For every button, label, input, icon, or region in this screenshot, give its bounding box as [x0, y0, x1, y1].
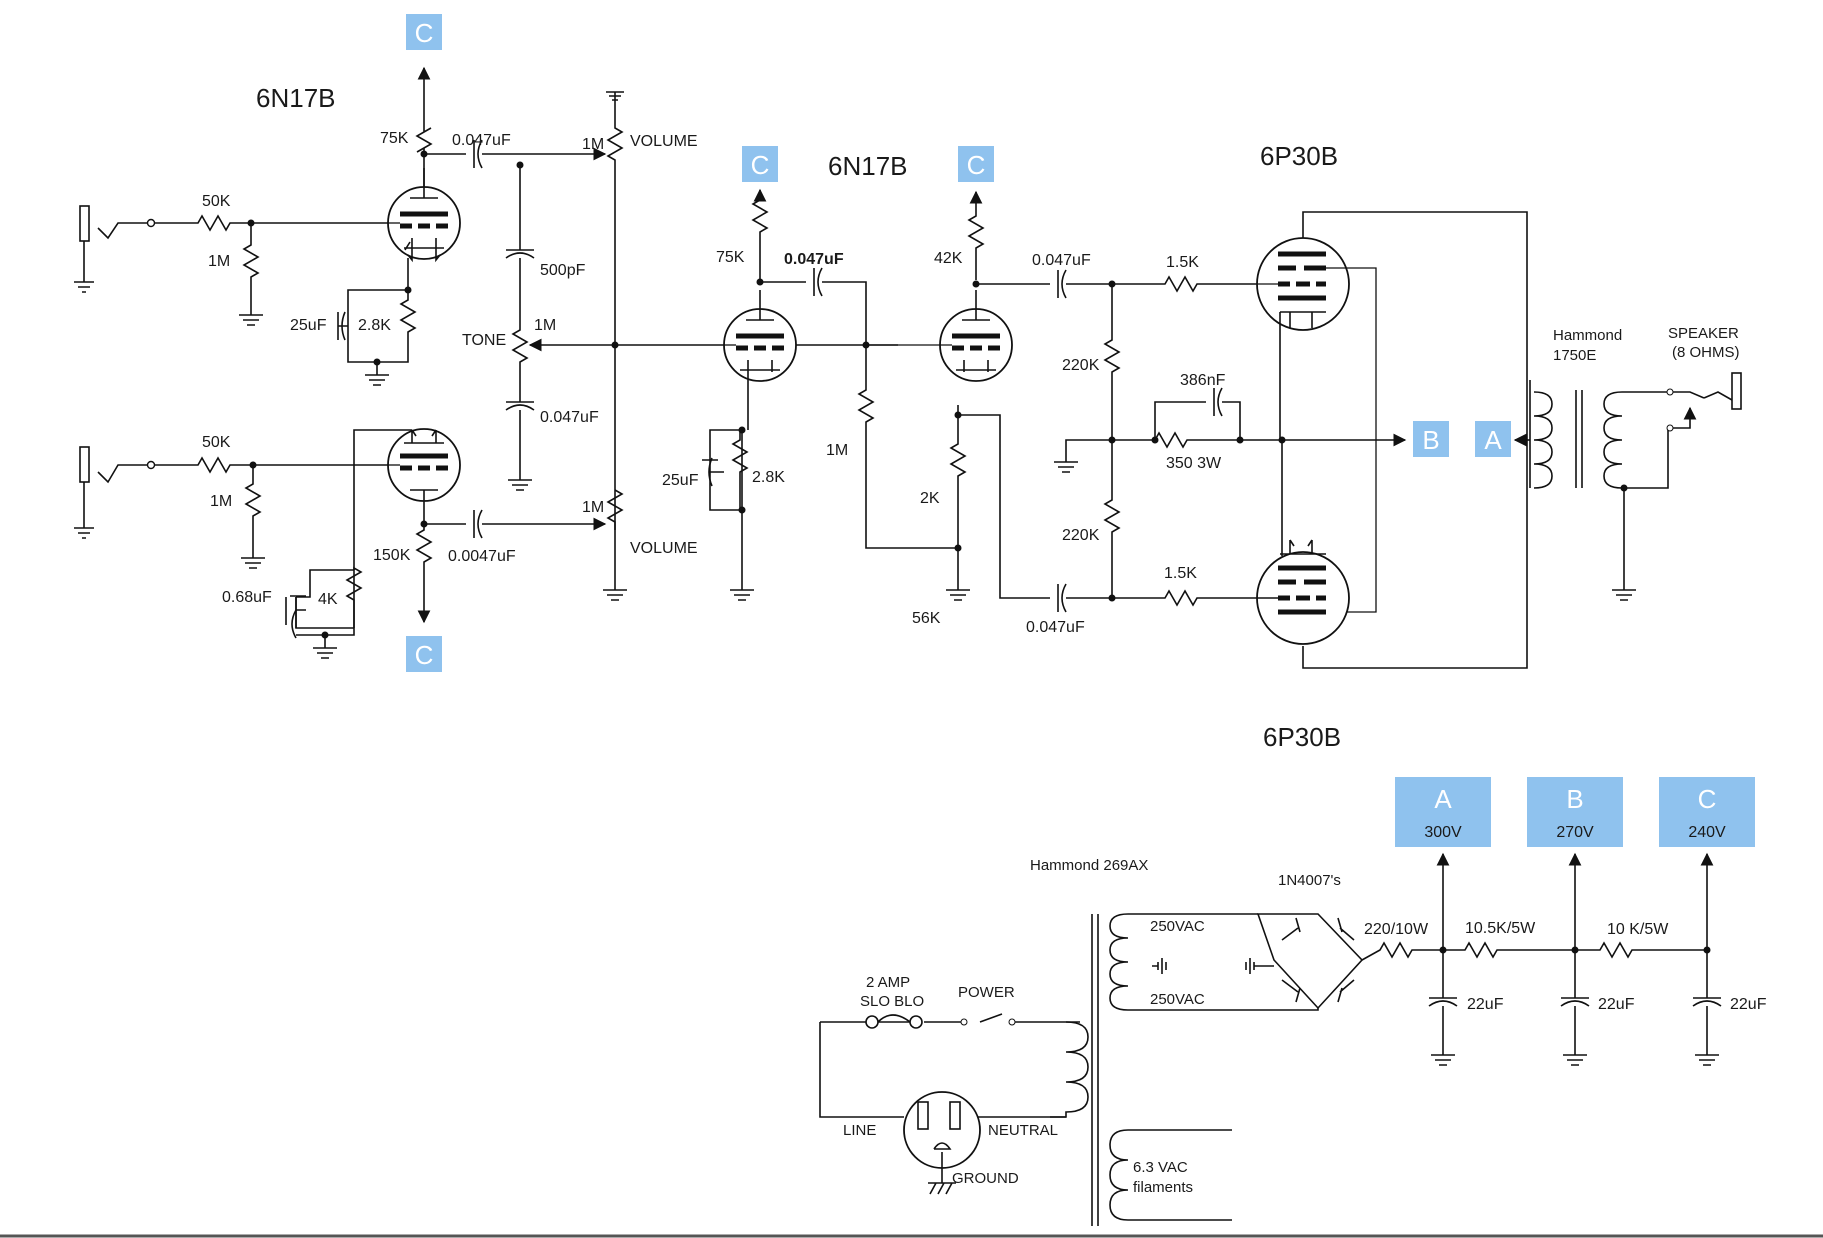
tube-label-v4: 6P30B	[1263, 722, 1341, 752]
c-cath-stage2: 25uF	[662, 472, 699, 489]
r-bias-bottom: 220K	[1062, 527, 1100, 544]
fuse-type: SLO BLO	[860, 993, 924, 1010]
node-volts: 270V	[1556, 824, 1594, 841]
r-tail-inverter: 56K	[912, 610, 941, 627]
node-c-stage2: C	[742, 146, 778, 182]
c-tone-top: 500pF	[540, 262, 586, 279]
c-tone-bottom: 0.047uF	[540, 409, 599, 426]
secondary-top: 250VAC	[1150, 918, 1205, 935]
node-label: B	[1422, 425, 1439, 455]
c-cath-bottom: 0.68uF	[222, 589, 272, 606]
node-volts: 240V	[1688, 824, 1726, 841]
r-grid-bottom: 1.5K	[1164, 565, 1197, 582]
r2-label: 10.5K/5W	[1465, 920, 1536, 937]
node-c-inverter: C	[958, 146, 994, 182]
fuse-amps: 2 AMP	[866, 974, 910, 991]
r-in-top: 50K	[202, 193, 231, 210]
c-couple-top: 0.047uF	[452, 132, 511, 149]
node-c-supply: C 240V	[1659, 777, 1755, 847]
ground-label: GROUND	[952, 1170, 1019, 1187]
power-switch-label[interactable]: POWER	[958, 984, 1015, 1001]
phase-inverter	[866, 190, 1407, 613]
power-supply-wiring	[819, 852, 1722, 1226]
r-cath-stage2: 2.8K	[752, 469, 785, 486]
r-in-bottom: 50K	[202, 434, 231, 451]
second-stage	[702, 188, 958, 601]
secondary-bottom: 250VAC	[1150, 991, 1205, 1008]
node-label: C	[415, 640, 434, 670]
filament-volts: 6.3 VAC	[1133, 1159, 1188, 1176]
rectifier-label: 1N4007's	[1278, 872, 1341, 889]
r1-label: 220/10W	[1364, 921, 1429, 938]
line-label: LINE	[843, 1122, 876, 1139]
volume-top-value: 1M	[582, 136, 604, 153]
volume-bottom-value: 1M	[582, 499, 604, 516]
speaker-jack[interactable]	[1731, 372, 1742, 410]
tube-label-v3: 6P30B	[1260, 141, 1338, 171]
node-label: A	[1484, 425, 1502, 455]
node-b-supply: B 270V	[1527, 777, 1623, 847]
input-jack-bottom[interactable]	[79, 446, 90, 483]
node-label: B	[1566, 784, 1583, 814]
r-grid-stage2: 1M	[826, 442, 848, 459]
node-volts: 300V	[1424, 824, 1462, 841]
volume-bottom-label[interactable]: VOLUME	[630, 540, 698, 557]
input-jack-top[interactable]	[79, 205, 90, 242]
node-a-supply: A 300V	[1395, 777, 1491, 847]
c3-label: 22uF	[1730, 996, 1767, 1013]
r-plate-v2-bottom: 150K	[373, 547, 411, 564]
r-cath-bottom: 4K	[318, 591, 338, 608]
node-c-bottom-left: C	[406, 636, 442, 672]
r-plate-v1-top: 75K	[380, 130, 409, 147]
c-couple-stage2: 0.047uF	[784, 251, 844, 268]
c-out-top: 0.047uF	[1032, 252, 1091, 269]
ot-model: 1750E	[1553, 347, 1596, 364]
c-out-bottom: 0.047uF	[1026, 619, 1085, 636]
c-cath-top: 25uF	[290, 317, 327, 334]
input-stage-top	[74, 66, 605, 386]
r3-label: 10 K/5W	[1607, 921, 1669, 938]
neutral-label: NEUTRAL	[988, 1122, 1058, 1139]
r-plate-inverter: 42K	[934, 250, 963, 267]
output-transformer	[1513, 372, 1742, 601]
tone-volume-network	[505, 91, 898, 601]
c1-label: 22uF	[1467, 996, 1504, 1013]
r-grid-bottom: 1M	[210, 493, 232, 510]
node-label: C	[415, 18, 434, 48]
output-tubes	[1256, 211, 1528, 669]
r-bias: 350 3W	[1166, 455, 1222, 472]
node-label: C	[751, 150, 770, 180]
speaker-ohms: (8 OHMS)	[1672, 344, 1740, 361]
c-bias: 386nF	[1180, 372, 1226, 389]
tube-label-v1: 6N17B	[256, 83, 336, 113]
volume-top-label[interactable]: VOLUME	[630, 133, 698, 150]
r-grid-top: 1.5K	[1166, 254, 1199, 271]
node-label: C	[1698, 784, 1717, 814]
tube-label-v2: 6N17B	[828, 151, 908, 181]
node-b-output: B	[1413, 421, 1449, 457]
node-label: A	[1434, 784, 1452, 814]
r-plate-stage2: 75K	[716, 249, 745, 266]
r-bias-top: 220K	[1062, 357, 1100, 374]
c2-label: 22uF	[1598, 996, 1635, 1013]
node-label: C	[967, 150, 986, 180]
tone-label[interactable]: TONE	[462, 332, 506, 349]
input-stage-bottom	[74, 428, 605, 659]
filament-label: filaments	[1133, 1179, 1193, 1196]
r-grid-top: 1M	[208, 253, 230, 270]
c-couple-bottom: 0.0047uF	[448, 548, 516, 565]
node-a-output: A	[1475, 421, 1511, 457]
tone-value: 1M	[534, 317, 556, 334]
node-c-top-left: C	[406, 14, 442, 50]
speaker-label: SPEAKER	[1668, 325, 1739, 342]
power-transformer-label: Hammond 269AX	[1030, 857, 1148, 874]
r-cath-inverter: 2K	[920, 490, 940, 507]
r-cath-top: 2.8K	[358, 317, 391, 334]
ot-brand: Hammond	[1553, 327, 1622, 344]
